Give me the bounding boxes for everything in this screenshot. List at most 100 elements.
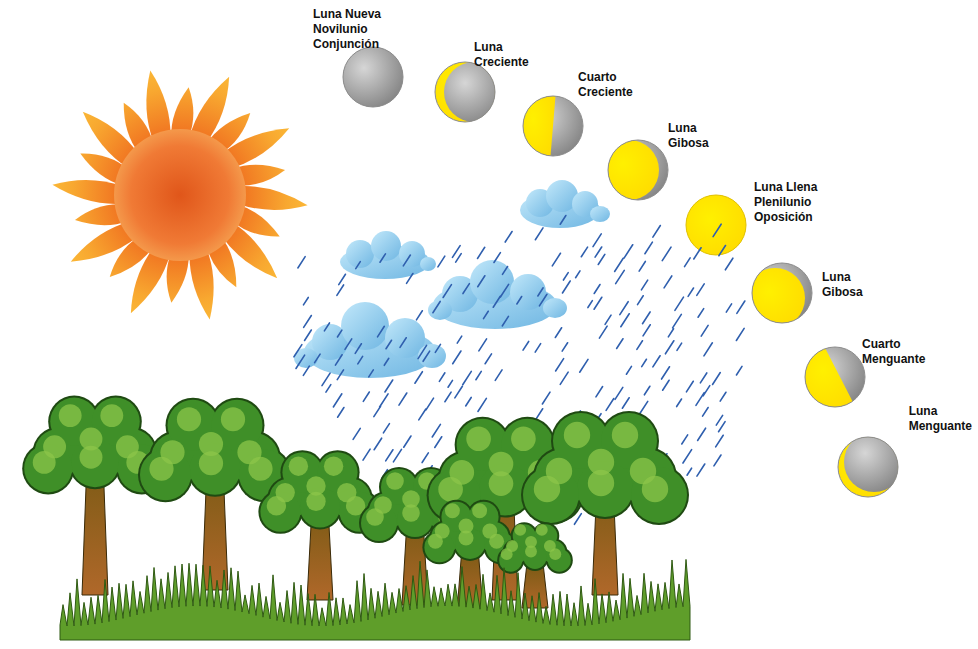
rain-drop [737,301,745,313]
phase-label: Luna Menguante [909,404,972,434]
rain-drop [716,435,724,447]
rain-drop [337,370,343,380]
phase-label: Luna Nueva Novilunio Conjunción [313,7,395,52]
clouds [294,180,610,378]
rain-drop [485,354,491,364]
rain-drop [303,297,308,304]
rain-drop [435,344,440,352]
rain-drop [495,370,502,381]
rain-drop [542,392,550,404]
rain-drop [668,329,673,337]
rain-drop [596,387,603,397]
rain-drop [502,316,508,326]
rain-drop [438,256,445,267]
rain-drop [653,356,660,367]
rain-drop [385,380,393,392]
rain-drop [686,381,693,392]
rain-drop [713,224,721,236]
rain-drop [339,274,346,284]
rain-drop [443,285,451,298]
rain-drop [403,255,410,266]
rain-drop [704,343,712,356]
rain-drop [643,312,651,324]
rain-drop [415,372,422,384]
rain-drop [703,407,709,416]
rain-drop [701,325,708,336]
rain-drop [662,367,670,379]
rain-drop [333,394,342,407]
rain-drop [598,254,605,264]
tree-canopy [497,522,573,573]
rain-drop [337,285,344,295]
rain-drop [563,273,568,280]
rain-drop [335,355,342,365]
grass-tufts [60,559,690,640]
rain-drop [455,386,463,398]
rain-drop [324,323,329,331]
rain-drop [378,326,385,337]
rain-drop [719,422,726,432]
rain-drop [399,393,407,405]
rain-drop [369,370,374,377]
rain-drop [688,288,693,296]
rain-drop [642,359,647,366]
rain-drop [304,316,312,328]
rain-drop [638,296,644,305]
rain-drop [555,328,561,338]
rain-drop [539,294,547,306]
rain-drop [683,450,692,463]
sun-ray [52,180,122,204]
rain-drop [665,341,673,354]
rain-drop [322,373,330,386]
rain-drop [677,343,682,350]
tree-canopy [521,411,689,525]
rain-drop [685,258,691,267]
grass [60,559,690,640]
rain-drop [588,301,592,308]
rain-drop [426,398,434,410]
rain-drop [616,270,625,283]
rain-drop [595,247,602,257]
rain-drop [700,373,706,383]
tree-canopy [138,398,292,503]
rain-drop [435,437,442,448]
rain-drop [677,399,682,407]
rain-drop [478,398,486,411]
rain-drop [696,393,704,406]
rain-drop [714,455,721,466]
rain-drop [419,409,426,420]
rain-drop [393,449,401,462]
rain-drop [356,262,361,269]
rain-drop [416,311,422,320]
rain-drop [380,394,388,407]
rain-drop [326,385,331,393]
rain-drop [720,392,726,401]
rain-drop [621,314,629,327]
rain-drop [713,373,721,385]
rain-drop [562,343,567,351]
rain-drop [626,366,631,374]
rain-drop [478,276,485,287]
rain-drop [355,344,361,354]
rain-drop [645,242,652,254]
sun [114,129,246,261]
rain-drop [581,247,587,257]
rain-drop [620,302,628,315]
rain-drop [384,358,389,365]
rain-drop [662,247,671,261]
rain-drop [494,253,500,263]
rain-drop [697,464,705,476]
rain-drop [404,436,411,447]
rain-drop [644,386,649,394]
rain-drop [615,258,624,271]
rain-drop [374,406,381,416]
rain-drop [675,297,684,310]
rain-drop [478,247,485,258]
rain-drop [363,392,369,401]
rain-drop [639,401,648,414]
rain-drop [432,424,440,437]
rain-drop [353,428,360,439]
rain-drop [337,330,341,337]
rain-drop [466,397,471,405]
rain-drop [407,274,413,284]
